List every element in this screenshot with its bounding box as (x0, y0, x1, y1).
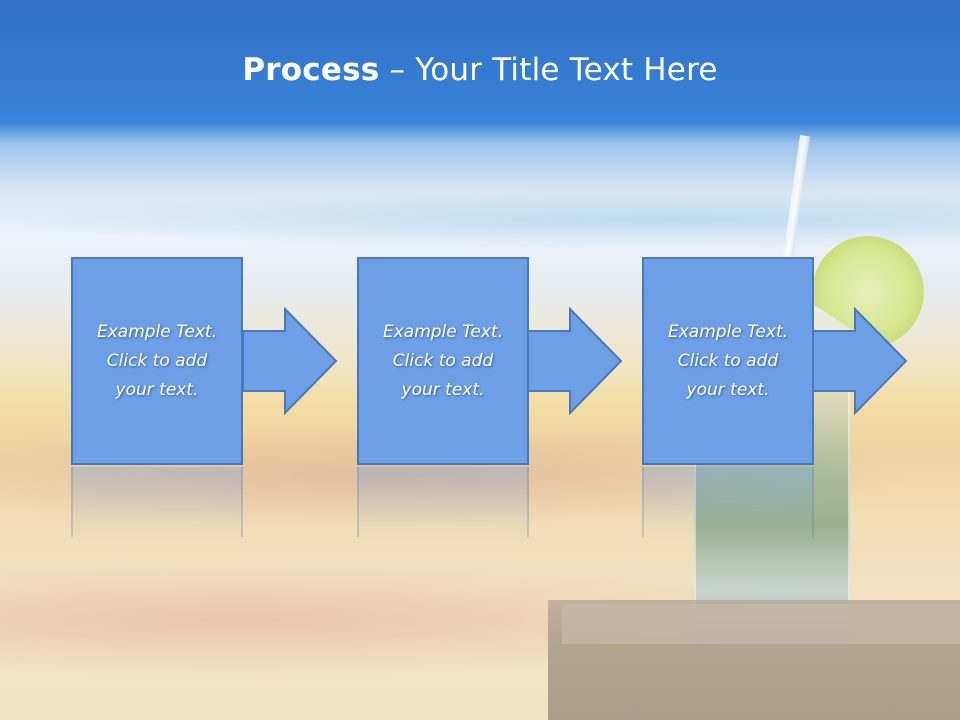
step-box-reflection (71, 467, 243, 537)
title-rest-part: – Your Title Text Here (379, 52, 718, 88)
process-arrow-2[interactable] (528, 307, 624, 415)
process-step-box-3[interactable]: Example Text. Click to add your text. (642, 257, 814, 465)
process-step-box-1[interactable]: Example Text. Click to add your text. (71, 257, 243, 465)
step-box-reflection (357, 467, 529, 537)
title-bold-part: Process (242, 52, 380, 88)
process-step-box-2[interactable]: Example Text. Click to add your text. (357, 257, 529, 465)
process-arrow-1[interactable] (243, 307, 339, 415)
step-text: Example Text. Click to add your text. (96, 321, 218, 400)
step-box-reflection (642, 467, 814, 537)
background-wood-block-top (562, 604, 960, 644)
background-sea-haze (0, 190, 960, 250)
slide-title[interactable]: Process – Your Title Text Here (0, 52, 960, 88)
process-arrow-3[interactable] (813, 307, 909, 415)
step-text: Example Text. Click to add your text. (382, 321, 504, 400)
step-text: Example Text. Click to add your text. (667, 321, 789, 400)
